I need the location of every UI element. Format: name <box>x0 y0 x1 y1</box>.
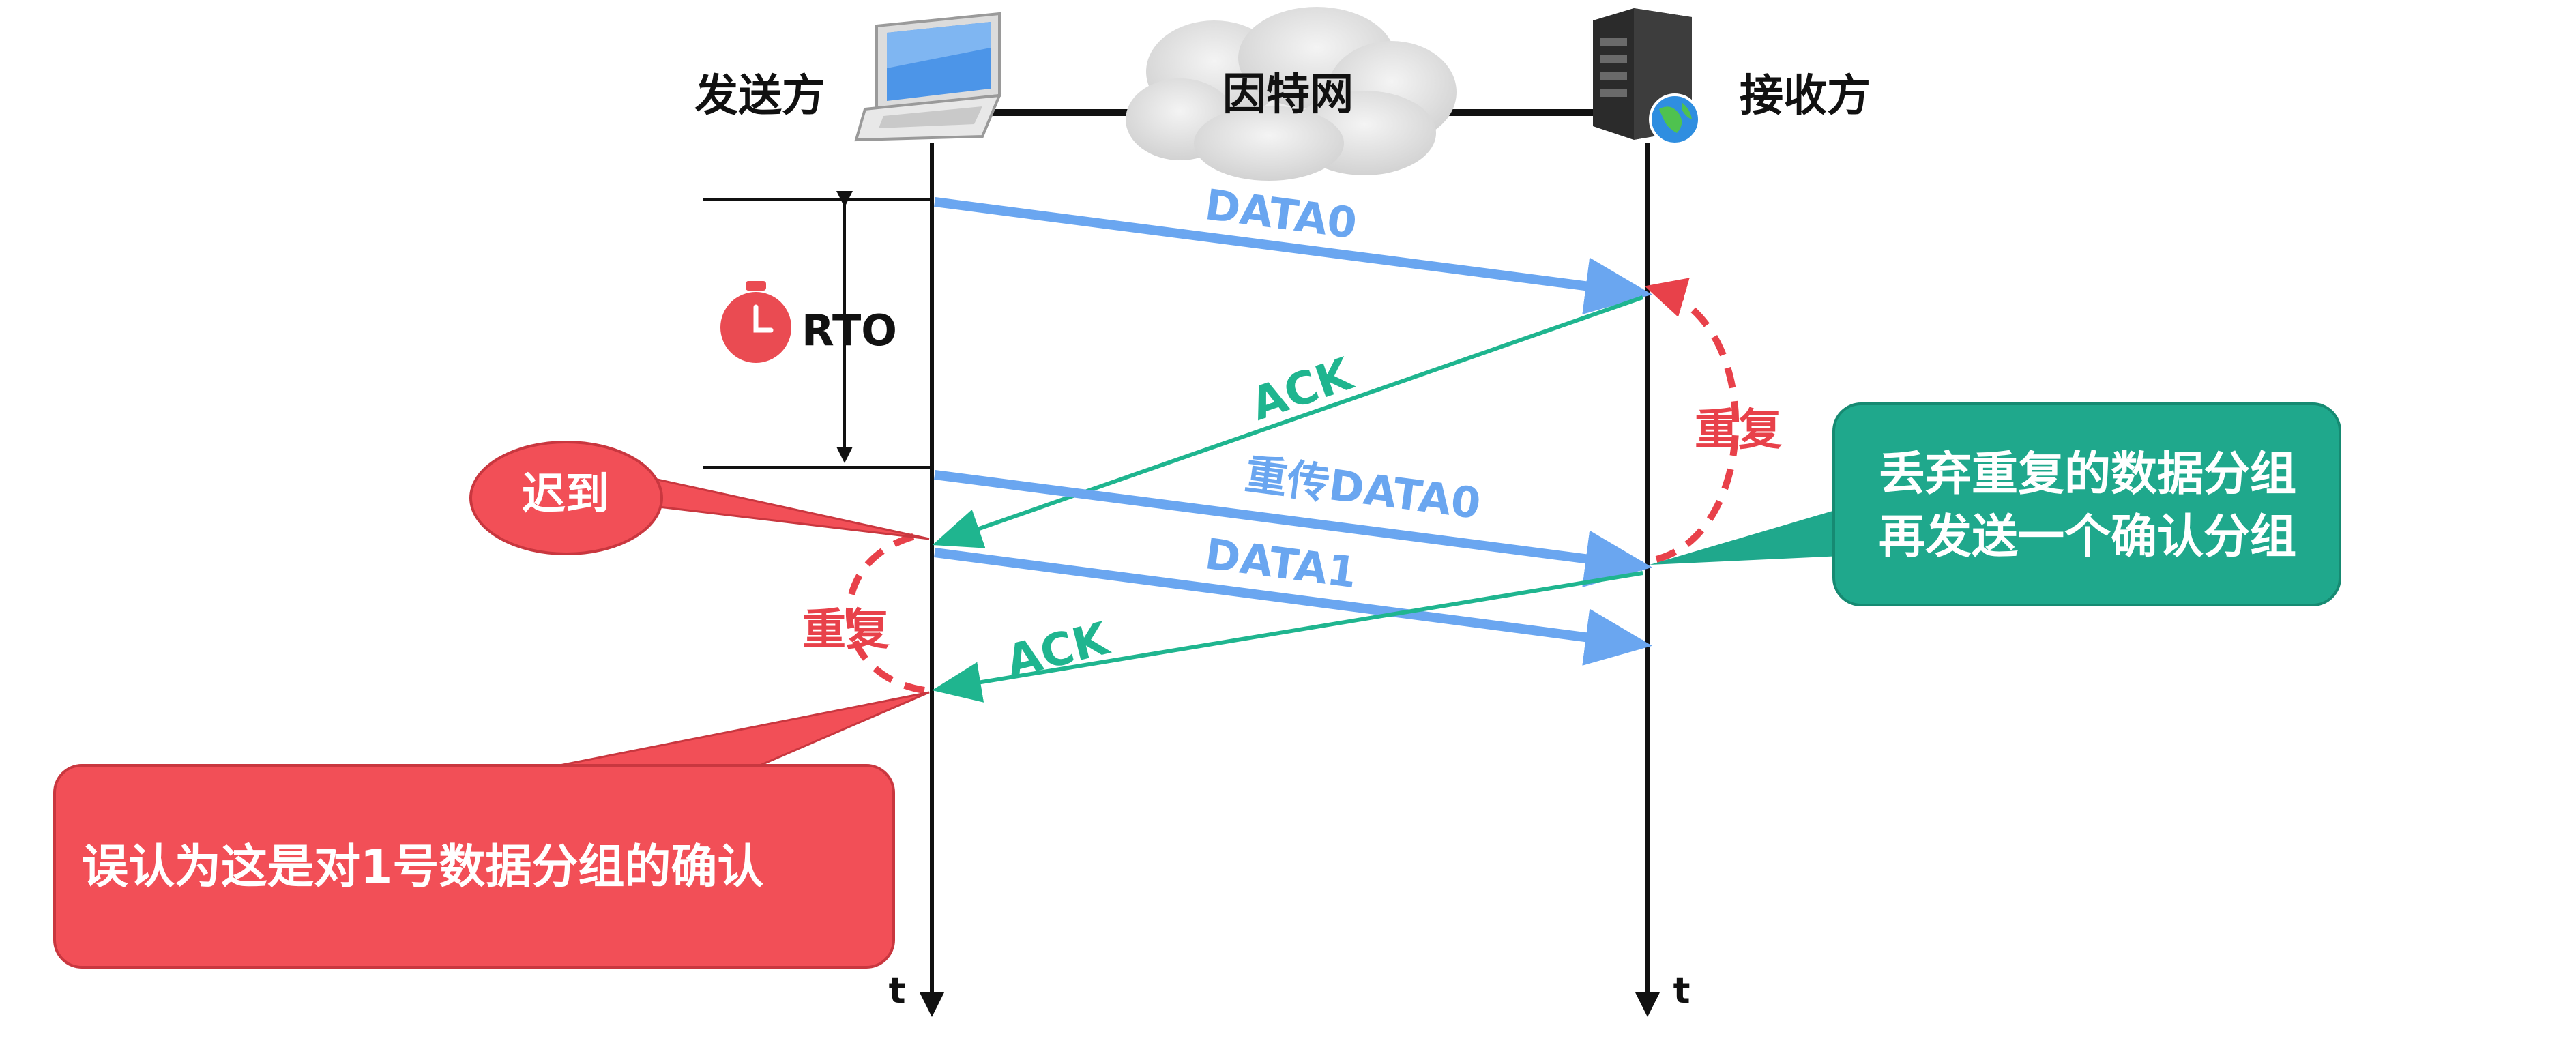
mistake-callout-pointer <box>538 691 930 771</box>
data1-arrow <box>934 548 1652 666</box>
duplicate-receiver-label: 重复 <box>1695 405 1782 456</box>
ack1-label: ACK <box>1244 347 1360 431</box>
cloud-icon <box>1126 7 1457 181</box>
discard-callout-box <box>1832 402 2341 606</box>
discard-callout-line1: 丢弃重复的数据分组 <box>1878 447 2296 501</box>
stopwatch-icon <box>720 281 791 363</box>
ack2-arrow <box>932 571 1643 703</box>
mistake-callout-text: 误认为这是对1号数据分组的确认 <box>82 840 764 894</box>
duplicate-sender-label: 重复 <box>802 605 890 656</box>
server-icon <box>1593 8 1701 145</box>
retransmit-data0-arrow <box>934 470 1652 587</box>
receiver-time-label: t <box>1673 971 1690 1012</box>
receiver-label: 接收方 <box>1740 71 1871 121</box>
data0-arrow <box>934 197 1652 314</box>
ack1-arrow <box>932 295 1643 548</box>
discard-callout-pointer <box>1650 508 1842 565</box>
duplicate-receiver-arc <box>1644 278 1740 563</box>
duplicate-sender-arc <box>846 532 925 694</box>
sender-time-label: t <box>889 971 906 1012</box>
late-callout-text: 迟到 <box>522 469 609 520</box>
rto-label: RTO <box>802 306 897 355</box>
discard-callout-line2: 再发送一个确认分组 <box>1878 510 2296 564</box>
mistake-callout-box <box>53 764 895 969</box>
ack2-label: ACK <box>1001 612 1115 688</box>
late-callout-bubble <box>469 441 663 555</box>
discard-callout-text: 丢弃重复的数据分组 再发送一个确认分组 <box>1842 443 2333 569</box>
late-callout-pointer <box>640 476 930 540</box>
internet-label: 因特网 <box>1223 70 1353 120</box>
sender-label: 发送方 <box>694 71 825 121</box>
laptop-icon <box>854 12 1002 142</box>
